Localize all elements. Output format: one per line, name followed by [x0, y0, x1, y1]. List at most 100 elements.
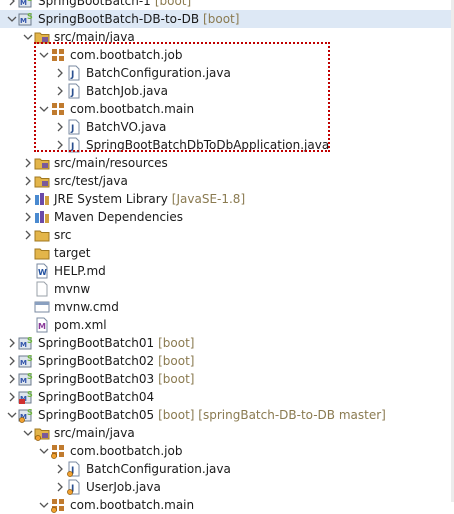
svg-text:J: J	[70, 124, 74, 134]
tree-item[interactable]: J BatchJob.java	[0, 82, 454, 100]
svg-text:J: J	[70, 88, 74, 98]
tree-item-label: src/main/java	[54, 30, 135, 44]
tree-item-label: com.bootbatch.job	[70, 48, 183, 62]
tree-item[interactable]: src/test/java	[0, 172, 454, 190]
svg-text:M: M	[38, 322, 46, 331]
svg-text:S: S	[27, 12, 33, 21]
md-file-icon: W	[34, 263, 50, 279]
tree-item-label: mvnw.cmd	[54, 300, 119, 314]
tree-item-label: SpringBootBatch01	[38, 336, 155, 350]
tree-item-label: BatchJob.java	[86, 84, 168, 98]
tree-item-decoration: [boot]	[203, 12, 240, 26]
expand-arrow-icon[interactable]	[54, 82, 66, 100]
collapse-arrow-icon[interactable]	[22, 28, 34, 46]
java-file-git-icon: J	[66, 479, 82, 495]
tree-item[interactable]: src/main/java	[0, 424, 454, 442]
expand-arrow-icon[interactable]	[54, 478, 66, 496]
boot-project-icon: MS	[18, 0, 34, 9]
library-icon	[34, 191, 50, 207]
cmd-file-icon	[34, 299, 50, 315]
svg-text:M: M	[20, 413, 27, 421]
tree-item[interactable]: MSSpringBootBatch04	[0, 388, 454, 406]
tree-spacer	[22, 316, 34, 334]
expand-arrow-icon[interactable]	[22, 154, 34, 172]
tree-item[interactable]: mvnw	[0, 280, 454, 298]
source-folder-icon	[34, 155, 50, 171]
tree-item[interactable]: mvnw.cmd	[0, 298, 454, 316]
expand-arrow-icon[interactable]	[54, 118, 66, 136]
tree-item[interactable]: target	[0, 244, 454, 262]
tree-item[interactable]: J BatchConfiguration.java	[0, 64, 454, 82]
expand-arrow-icon[interactable]	[22, 190, 34, 208]
tree-item-label: BatchConfiguration.java	[86, 66, 231, 80]
package-icon	[50, 101, 66, 117]
tree-item[interactable]: com.bootbatch.job	[0, 442, 454, 460]
expand-arrow-icon[interactable]	[6, 334, 18, 352]
collapse-arrow-icon[interactable]	[22, 424, 34, 442]
tree-item-label: Maven Dependencies	[54, 210, 184, 224]
svg-text:S: S	[27, 372, 33, 381]
java-file-git-icon: J	[66, 461, 82, 477]
tree-item[interactable]: com.bootbatch.main	[0, 100, 454, 118]
expand-arrow-icon[interactable]	[54, 64, 66, 82]
tree-item[interactable]: src/main/resources	[0, 154, 454, 172]
svg-text:S: S	[27, 0, 33, 3]
expand-arrow-icon[interactable]	[22, 226, 34, 244]
svg-text:J: J	[70, 142, 74, 152]
source-folder-icon	[34, 29, 50, 45]
expand-arrow-icon[interactable]	[54, 460, 66, 478]
vertical-scrollbar[interactable]	[451, 0, 454, 502]
tree-item-decoration: [boot]	[154, 0, 192, 8]
expand-arrow-icon[interactable]	[22, 208, 34, 226]
tree-item-label: src	[54, 228, 72, 242]
tree-item[interactable]: com.bootbatch.job	[0, 46, 454, 64]
tree-item[interactable]: src/main/java	[0, 28, 454, 46]
expand-arrow-icon[interactable]	[6, 352, 18, 370]
expand-arrow-icon[interactable]	[6, 370, 18, 388]
expand-arrow-icon[interactable]	[22, 172, 34, 190]
tree-item-decoration: [boot]	[158, 354, 195, 368]
tree-item[interactable]: com.bootbatch.main	[0, 496, 454, 514]
tree-item[interactable]: src	[0, 226, 454, 244]
tree-item-decoration: [boot]	[158, 372, 195, 386]
tree-spacer	[22, 262, 34, 280]
collapse-arrow-icon[interactable]	[38, 496, 50, 514]
tree-item-label: pom.xml	[54, 318, 107, 332]
svg-text:S: S	[27, 336, 33, 345]
collapse-arrow-icon[interactable]	[38, 46, 50, 64]
tree-item-label: SpringBootBatch-1	[38, 0, 151, 8]
expand-arrow-icon[interactable]	[6, 388, 18, 406]
tree-item-label: com.bootbatch.main	[70, 498, 195, 512]
tree-item[interactable]: Maven Dependencies	[0, 208, 454, 226]
svg-text:J: J	[70, 70, 74, 80]
svg-text:M: M	[20, 0, 27, 7]
tree-item-label: JRE System Library	[54, 192, 168, 206]
svg-text:S: S	[27, 354, 33, 363]
expand-arrow-icon[interactable]	[54, 136, 66, 154]
tree-item-label: SpringBootBatch03	[38, 372, 155, 386]
collapse-arrow-icon[interactable]	[38, 442, 50, 460]
tree-item-decoration: [boot]	[158, 336, 195, 350]
svg-text:M: M	[20, 17, 27, 25]
collapse-arrow-icon[interactable]	[6, 10, 18, 28]
tree-item[interactable]: MS SpringBootBatch-1[boot]	[0, 0, 454, 10]
collapse-arrow-icon[interactable]	[6, 406, 18, 424]
expand-arrow-icon[interactable]	[6, 0, 18, 10]
tree-item[interactable]: JRE System Library[JavaSE-1.8]	[0, 190, 454, 208]
tree-item-label: target	[54, 246, 91, 260]
collapse-arrow-icon[interactable]	[38, 100, 50, 118]
